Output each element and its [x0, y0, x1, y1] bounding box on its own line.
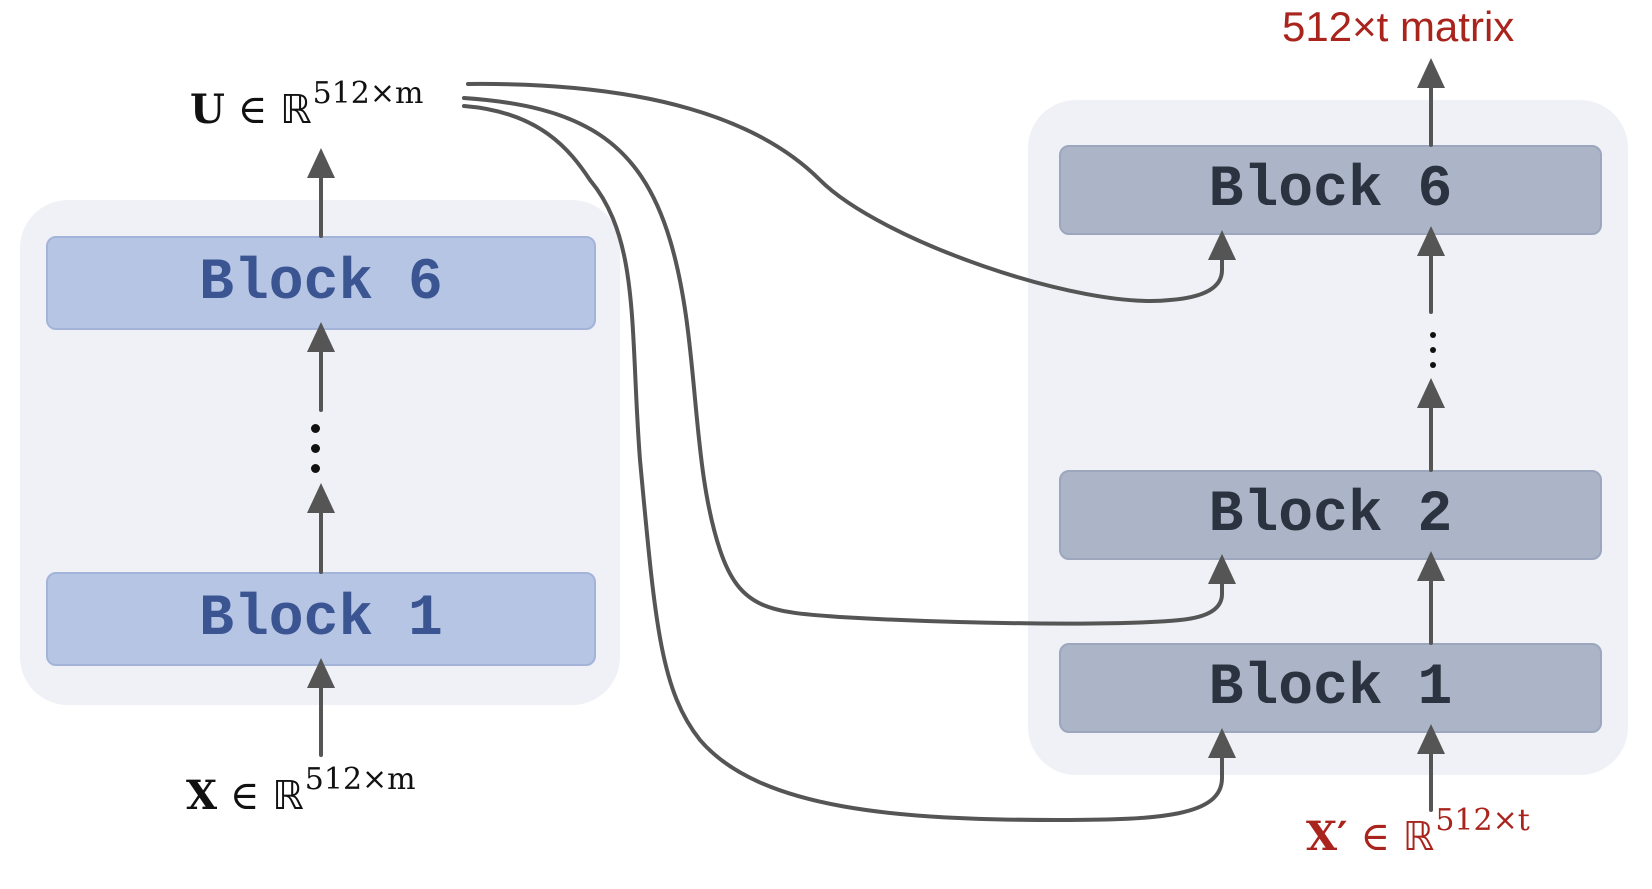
element-of-symbol: ∈ [229, 773, 260, 819]
decoder-input-label: X′ ∈ ℝ512×t [1306, 806, 1530, 860]
encoder-block-6: Block 6 [46, 236, 596, 330]
real-set-symbol: ℝ [1402, 814, 1435, 860]
decoder-ellipsis [1430, 332, 1436, 368]
decoder-block-1: Block 1 [1059, 643, 1602, 733]
encoder-input-label: X ∈ ℝ512×m [186, 765, 416, 819]
decoder-block-2: Block 2 [1059, 470, 1602, 560]
u-symbol: U [190, 86, 225, 133]
curve-u-to-dec-block-2 [462, 96, 1236, 626]
x-prime-dimension: 512×t [1435, 803, 1530, 838]
curve-u-to-dec-block-6 [466, 81, 1236, 303]
curve-u-to-dec-block-1 [462, 104, 1236, 823]
encoder-output-label: U ∈ ℝ512×m [190, 79, 423, 133]
decoder-block-6: Block 6 [1059, 145, 1602, 235]
real-set-symbol: ℝ [279, 87, 312, 133]
element-of-symbol: ∈ [1360, 814, 1390, 860]
encoder-ellipsis [311, 424, 320, 473]
x-symbol: X [186, 772, 218, 819]
element-of-symbol: ∈ [237, 87, 268, 133]
real-set-symbol: ℝ [272, 773, 304, 819]
decoder-output-label: 512×t matrix [1282, 3, 1515, 50]
u-dimension: 512×m [312, 76, 424, 111]
x-prime-symbol: X′ [1306, 813, 1348, 860]
x-dimension: 512×m [304, 762, 416, 797]
